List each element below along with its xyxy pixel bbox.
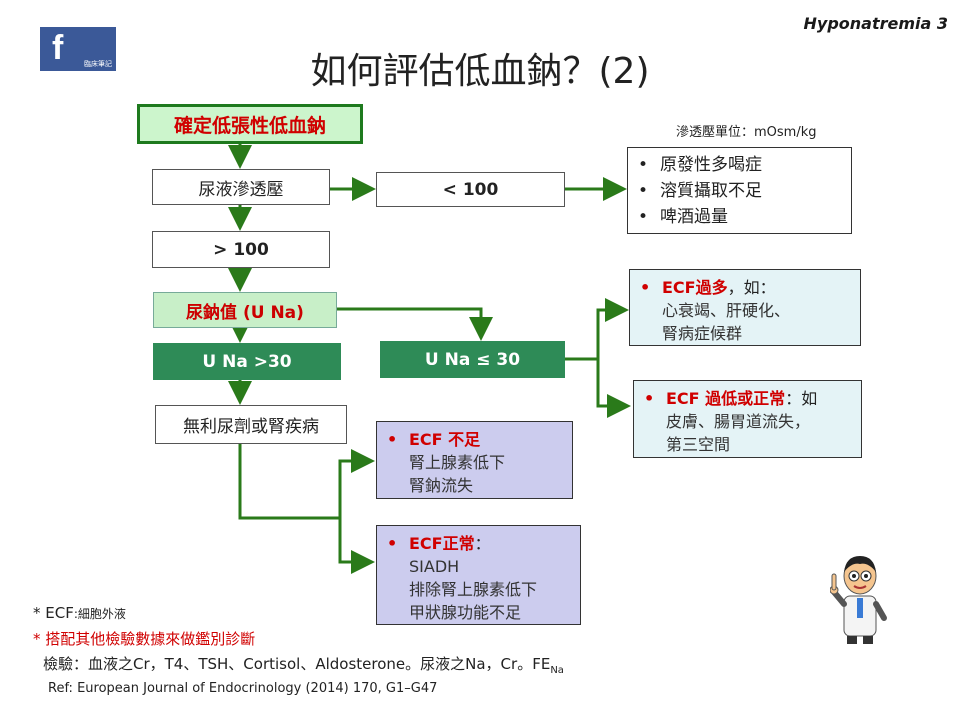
- panel-ecf-low-normal: •ECF 過低或正常：如 皮膚、腸胃道流失， 第三空間: [633, 380, 862, 458]
- ecf-low-normal-title: ECF 過低或正常: [666, 389, 786, 408]
- panel-ecf-low: •ECF 不足 腎上腺素低下 腎鈉流失: [376, 421, 573, 499]
- node-una-le30: U Na ≤ 30: [380, 341, 565, 378]
- logo-text: 臨床筆記: [84, 60, 112, 68]
- facebook-logo[interactable]: f 臨床筆記: [40, 27, 116, 71]
- list-item: •溶質攝取不足: [638, 181, 762, 201]
- ecf-normal-title: ECF正常: [409, 534, 475, 553]
- panel-lt100-causes: •原發性多喝症 •溶質攝取不足 •啤酒過量: [627, 147, 852, 234]
- page-title: 如何評估低血鈉？(2): [310, 51, 650, 92]
- node-lt100: < 100: [376, 172, 565, 207]
- arrow-diuretic-to-ecflow: [338, 449, 375, 518]
- list-item: •啤酒過量: [638, 207, 728, 227]
- node-no-diuretic-renal: 無利尿劑或腎疾病: [155, 405, 347, 444]
- branch-diuretic: [238, 444, 340, 520]
- node-urine-sodium: 尿鈉值 (U Na): [153, 292, 337, 328]
- footnote-ecf: * ECF:細胞外液: [33, 604, 126, 622]
- facebook-f-icon: f: [52, 29, 64, 67]
- arrow-diuretic-to-ecfnormal: [338, 518, 375, 574]
- node-una-gt30: U Na >30: [153, 343, 341, 380]
- node-urine-osmolality: 尿液滲透壓: [152, 169, 330, 205]
- footnote-tests: 檢驗：血液之Cr，T4、TSH、Cortisol、Aldosterone。尿液之…: [43, 655, 564, 676]
- topic-tag: Hyponatremia 3: [803, 14, 949, 33]
- ecf-excess-title: ECF過多: [662, 278, 728, 297]
- ecf-low-title: ECF 不足: [409, 430, 481, 449]
- arrow-le30-to-excess: [596, 298, 629, 359]
- panel-ecf-normal: •ECF正常： SIADH 排除腎上腺素低下 甲狀腺功能不足: [376, 525, 581, 625]
- unit-note: 滲透壓單位：mOsm/kg: [676, 125, 817, 140]
- arrow-una-to-le30: [337, 307, 493, 341]
- footnote-combine: * 搭配其他檢驗數據來做鑑別診斷: [33, 630, 256, 648]
- panel-ecf-excess: •ECF過多，如： 心衰竭、肝硬化、 腎病症候群: [629, 269, 861, 346]
- reference: Ref: European Journal of Endocrinology (…: [48, 681, 438, 696]
- arrow-le30-to-lownormal: [596, 359, 631, 418]
- doctor-mascot-icon: [830, 556, 887, 644]
- node-gt100: > 100: [152, 231, 330, 268]
- node-hypotonic-hyponatremia: 確定低張性低血鈉: [137, 104, 363, 144]
- list-item: •原發性多喝症: [638, 155, 762, 175]
